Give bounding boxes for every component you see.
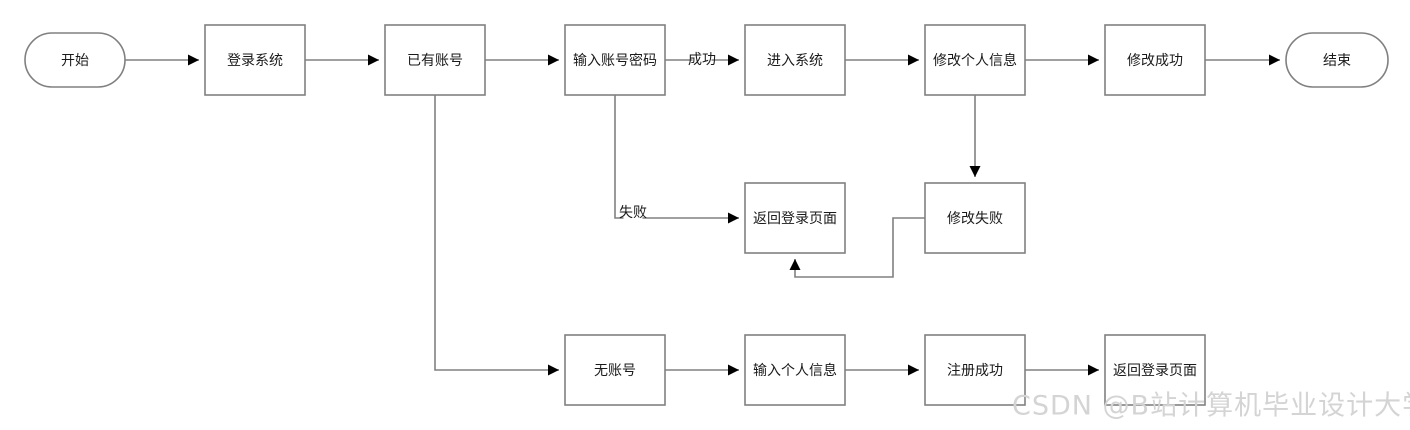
- node-enter_sys[interactable]: 进入系统: [744, 24, 846, 96]
- node-shape-no_account[interactable]: [564, 334, 666, 406]
- edge-has_account-to-no_account: [434, 95, 559, 376]
- node-shape-back_login_1[interactable]: [744, 182, 846, 254]
- node-label-edit_profile: 修改个人信息: [933, 52, 1017, 69]
- edge-enter_sys-to-edit_profile: [845, 54, 919, 66]
- node-label-no_account: 无账号: [594, 363, 636, 379]
- node-start[interactable]: 开始: [24, 32, 126, 88]
- node-no_account[interactable]: 无账号: [564, 334, 666, 406]
- node-input_info[interactable]: 输入个人信息: [744, 334, 846, 406]
- edge-no_account-to-input_info: [665, 364, 739, 376]
- node-shape-edit_profile[interactable]: [924, 24, 1026, 96]
- node-end[interactable]: 结束: [1285, 32, 1389, 88]
- node-back_login_1[interactable]: 返回登录页面: [744, 182, 846, 254]
- node-edit_profile[interactable]: 修改个人信息: [924, 24, 1026, 96]
- node-has_account[interactable]: 已有账号: [384, 24, 486, 96]
- node-edit_ok[interactable]: 修改成功: [1104, 24, 1206, 96]
- edge-edit_ok-to-end: [1205, 54, 1280, 66]
- node-shape-enter_sys[interactable]: [744, 24, 846, 96]
- csdn-watermark: CSDN @B站计算机毕业设计大学: [1012, 391, 1410, 422]
- edge-has_account-to-input_creds: [485, 54, 559, 66]
- edge-input_creds-to-enter_sys: 成功: [665, 50, 739, 70]
- node-label-input_creds: 输入账号密码: [573, 52, 657, 69]
- node-shape-login_sys[interactable]: [204, 24, 306, 96]
- node-shape-edit_ok[interactable]: [1104, 24, 1206, 96]
- edge-edit_profile-to-edit_fail: [969, 95, 981, 177]
- edge-label-backdrop: [692, 50, 712, 70]
- node-label-register_ok: 注册成功: [947, 363, 1003, 379]
- node-shape-end[interactable]: [1285, 32, 1389, 88]
- edge-input_creds-to-back_login_1: 失败: [614, 95, 739, 224]
- node-register_ok[interactable]: 注册成功: [924, 334, 1026, 406]
- node-shape-register_ok[interactable]: [924, 334, 1026, 406]
- node-label-start: 开始: [61, 53, 89, 69]
- node-shape-input_creds[interactable]: [564, 24, 666, 96]
- edge-label-e4: 成功: [688, 52, 716, 68]
- node-shape-input_info[interactable]: [744, 334, 846, 406]
- edge-label-e8: 失败: [619, 205, 647, 221]
- edge-login_sys-to-has_account: [305, 54, 379, 66]
- edge-edit_profile-to-edit_ok: [1025, 54, 1099, 66]
- edge-start-to-login_sys: [125, 54, 199, 66]
- edge-edit_fail-to-back_login_1: [789, 217, 925, 278]
- node-shape-back_login_2[interactable]: [1104, 334, 1206, 406]
- edge-register_ok-to-back_login_2: [1025, 364, 1099, 376]
- node-label-edit_fail: 修改失败: [947, 211, 1003, 227]
- node-label-enter_sys: 进入系统: [767, 53, 823, 69]
- node-shape-edit_fail[interactable]: [924, 182, 1026, 254]
- node-shape-has_account[interactable]: [384, 24, 486, 96]
- edge-label-backdrop: [623, 203, 643, 223]
- node-login_sys[interactable]: 登录系统: [204, 24, 306, 96]
- node-label-end: 结束: [1323, 53, 1351, 69]
- node-edit_fail[interactable]: 修改失败: [924, 182, 1026, 254]
- node-label-input_info: 输入个人信息: [753, 362, 837, 379]
- node-back_login_2[interactable]: 返回登录页面: [1104, 334, 1206, 406]
- node-label-edit_ok: 修改成功: [1127, 53, 1183, 69]
- edge-input_info-to-register_ok: [845, 364, 919, 376]
- node-input_creds[interactable]: 输入账号密码: [564, 24, 666, 96]
- node-label-back_login_2: 返回登录页面: [1113, 363, 1197, 379]
- node-label-back_login_1: 返回登录页面: [753, 211, 837, 227]
- node-label-login_sys: 登录系统: [227, 53, 283, 69]
- node-label-has_account: 已有账号: [407, 53, 463, 69]
- node-shape-start[interactable]: [24, 32, 126, 88]
